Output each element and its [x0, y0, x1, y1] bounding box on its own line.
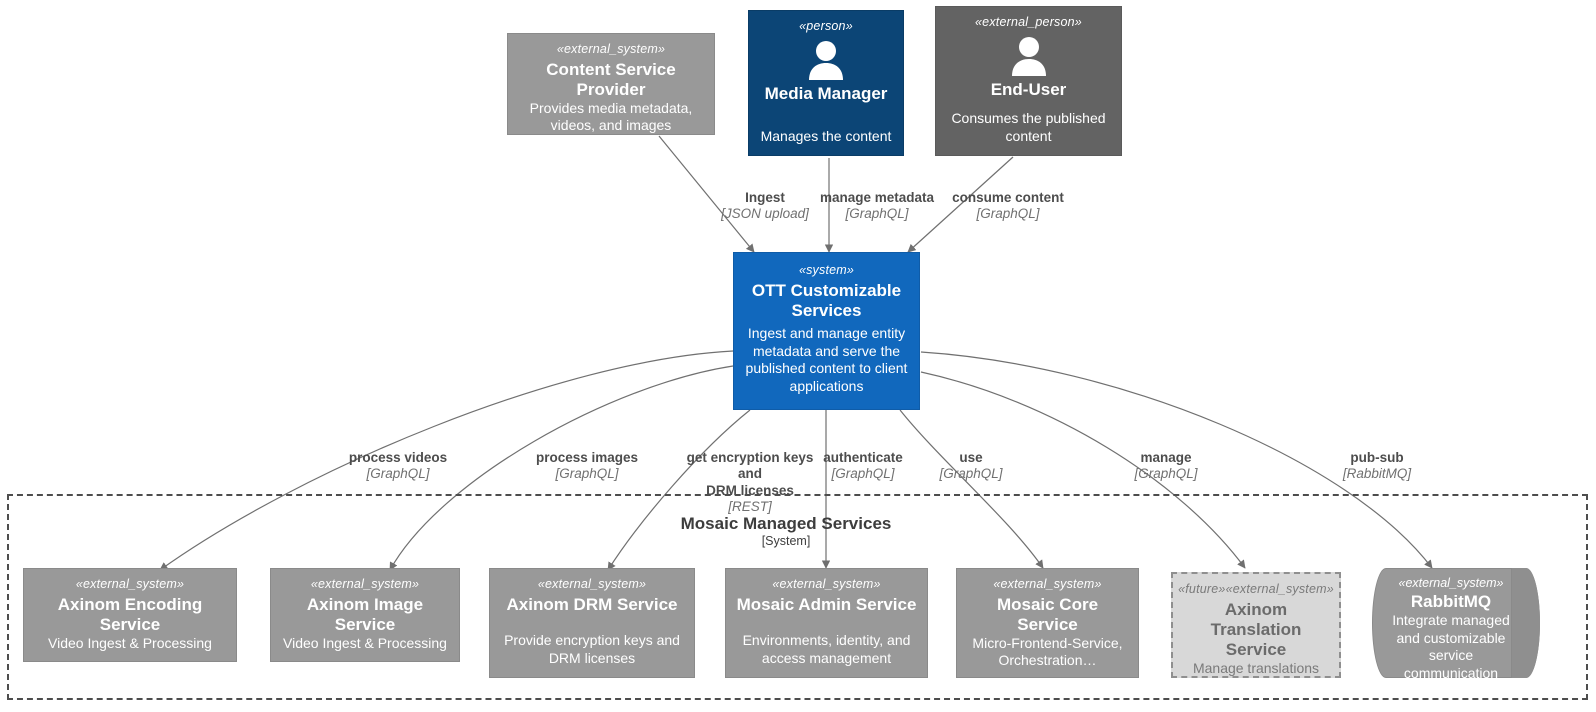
node-media-manager[interactable]: «person» Media Manager Manages the conte…: [748, 10, 904, 156]
node-stereotype: «system»: [798, 263, 855, 277]
node-axinom-image-service[interactable]: «external_system» Axinom Image Service V…: [270, 568, 460, 662]
node-axinom-encoding-service[interactable]: «external_system» Axinom Encoding Servic…: [23, 568, 237, 662]
node-stereotype: «future»«external_system»: [1178, 582, 1334, 596]
node-title: Axinom DRM Service: [506, 594, 678, 614]
edge-label-tech: [GraphQL]: [831, 466, 895, 482]
node-description: Manage translations: [1192, 659, 1320, 676]
edge-label-tech: [RabbitMQ]: [1342, 466, 1412, 482]
node-stereotype: «external_system»: [772, 577, 881, 591]
node-axinom-translation-service[interactable]: «future»«external_system» Axinom Transla…: [1171, 572, 1341, 678]
node-description: Environments, identity, and access manag…: [742, 632, 911, 666]
person-icon: [1011, 36, 1046, 76]
node-title: Content Service Provider: [546, 59, 676, 99]
edge-label-tech: [REST]: [728, 499, 772, 515]
edge-label-tech: [GraphQL]: [976, 206, 1040, 222]
edge-label-tech: [GraphQL]: [845, 206, 909, 222]
edge-label-text: get encryption keys and DRM licenses: [686, 450, 814, 498]
node-content-service-provider[interactable]: «external_system» Content Service Provid…: [507, 33, 715, 135]
edge-label-get-encryption-keys: get encryption keys and DRM licenses [RE…: [673, 450, 827, 516]
edge-label-text: manage: [1140, 450, 1192, 465]
node-description: Provides media metadata, videos, and ima…: [529, 99, 693, 134]
node-description: Video Ingest & Processing: [283, 634, 447, 651]
node-description: Ingest and manage entity metadata and se…: [745, 325, 908, 394]
node-title: End-User: [990, 79, 1067, 99]
node-title: Media Manager: [764, 83, 888, 103]
edge-label-ingest: Ingest [JSON upload]: [700, 190, 830, 223]
node-rabbitmq[interactable]: «external_system» RabbitMQ Integrate man…: [1372, 568, 1540, 681]
node-description: Integrate managed and customizable servi…: [1392, 612, 1510, 681]
edge-label-process-images: process images [GraphQL]: [522, 450, 652, 483]
node-stereotype: «external_system»: [1398, 576, 1504, 590]
node-stereotype: «person»: [799, 19, 853, 33]
node-description: Consumes the published content: [951, 110, 1106, 144]
edge-label-text: process images: [535, 450, 639, 465]
node-description: Video Ingest & Processing: [48, 634, 212, 651]
queue-cap: [1511, 568, 1540, 678]
node-mosaic-core-service[interactable]: «external_system» Mosaic Core Service Mi…: [956, 568, 1139, 678]
edge-label-tech: [JSON upload]: [721, 206, 809, 222]
node-stereotype: «external_system»: [556, 42, 666, 56]
person-icon: [809, 40, 843, 80]
boundary-title: Mosaic Managed Services: [680, 514, 892, 533]
edge-label-manage: manage [GraphQL]: [1101, 450, 1231, 483]
node-stereotype: «external_system»: [75, 577, 185, 591]
node-description: Micro-Frontend-Service, Orchestration…: [972, 634, 1123, 669]
edge-label-use: use [GraphQL]: [906, 450, 1036, 483]
edge-label-text: consume content: [952, 190, 1064, 205]
edge-label-tech: [GraphQL]: [555, 466, 619, 482]
node-stereotype: «external_system»: [310, 577, 420, 591]
node-title: Axinom Encoding Service: [57, 594, 203, 634]
node-title: Mosaic Core Service: [996, 594, 1099, 634]
edge-label-text: authenticate: [823, 450, 903, 465]
edge-label-pub-sub: pub-sub [RabbitMQ]: [1312, 450, 1442, 483]
node-title: Mosaic Admin Service: [736, 594, 917, 614]
boundary-mosaic-managed-services: [7, 494, 1588, 700]
node-title: Axinom Translation Service: [1210, 599, 1302, 659]
edge-label-text: process videos: [348, 450, 448, 465]
edge-label-text: manage metadata: [819, 190, 935, 205]
edge-label-text: Ingest: [745, 190, 785, 205]
edge-label-text: use: [959, 450, 983, 465]
edge-label-text: pub-sub: [1350, 450, 1404, 465]
edge-label-authenticate: authenticate [GraphQL]: [798, 450, 928, 483]
node-stereotype: «external_system»: [993, 577, 1102, 591]
node-stereotype: «external_system»: [537, 577, 647, 591]
node-title: RabbitMQ: [1410, 592, 1492, 611]
node-end-user[interactable]: «external_person» End-User Consumes the …: [935, 6, 1122, 156]
node-ott-customizable-services[interactable]: «system» OTT Customizable Services Inges…: [733, 252, 920, 410]
node-stereotype: «external_person»: [975, 15, 1082, 29]
node-mosaic-admin-service[interactable]: «external_system» Mosaic Admin Service E…: [725, 568, 928, 678]
node-description: Provide encryption keys and DRM licenses: [504, 632, 680, 666]
edge-label-tech: [GraphQL]: [1134, 466, 1198, 482]
edge-label-consume-content: consume content [GraphQL]: [943, 190, 1073, 223]
edge-label-tech: [GraphQL]: [366, 466, 430, 482]
node-axinom-drm-service[interactable]: «external_system» Axinom DRM Service Pro…: [489, 568, 695, 678]
node-title: Axinom Image Service: [306, 594, 424, 634]
edge-label-tech: [GraphQL]: [939, 466, 1003, 482]
node-description: Manages the content: [760, 127, 892, 144]
edge-label-manage-metadata: manage metadata [GraphQL]: [812, 190, 942, 223]
edge-label-process-videos: process videos [GraphQL]: [333, 450, 463, 483]
queue-content: «external_system» RabbitMQ Integrate man…: [1372, 568, 1540, 681]
node-title: OTT Customizable Services: [751, 280, 902, 320]
boundary-subtitle: [System]: [761, 534, 811, 548]
